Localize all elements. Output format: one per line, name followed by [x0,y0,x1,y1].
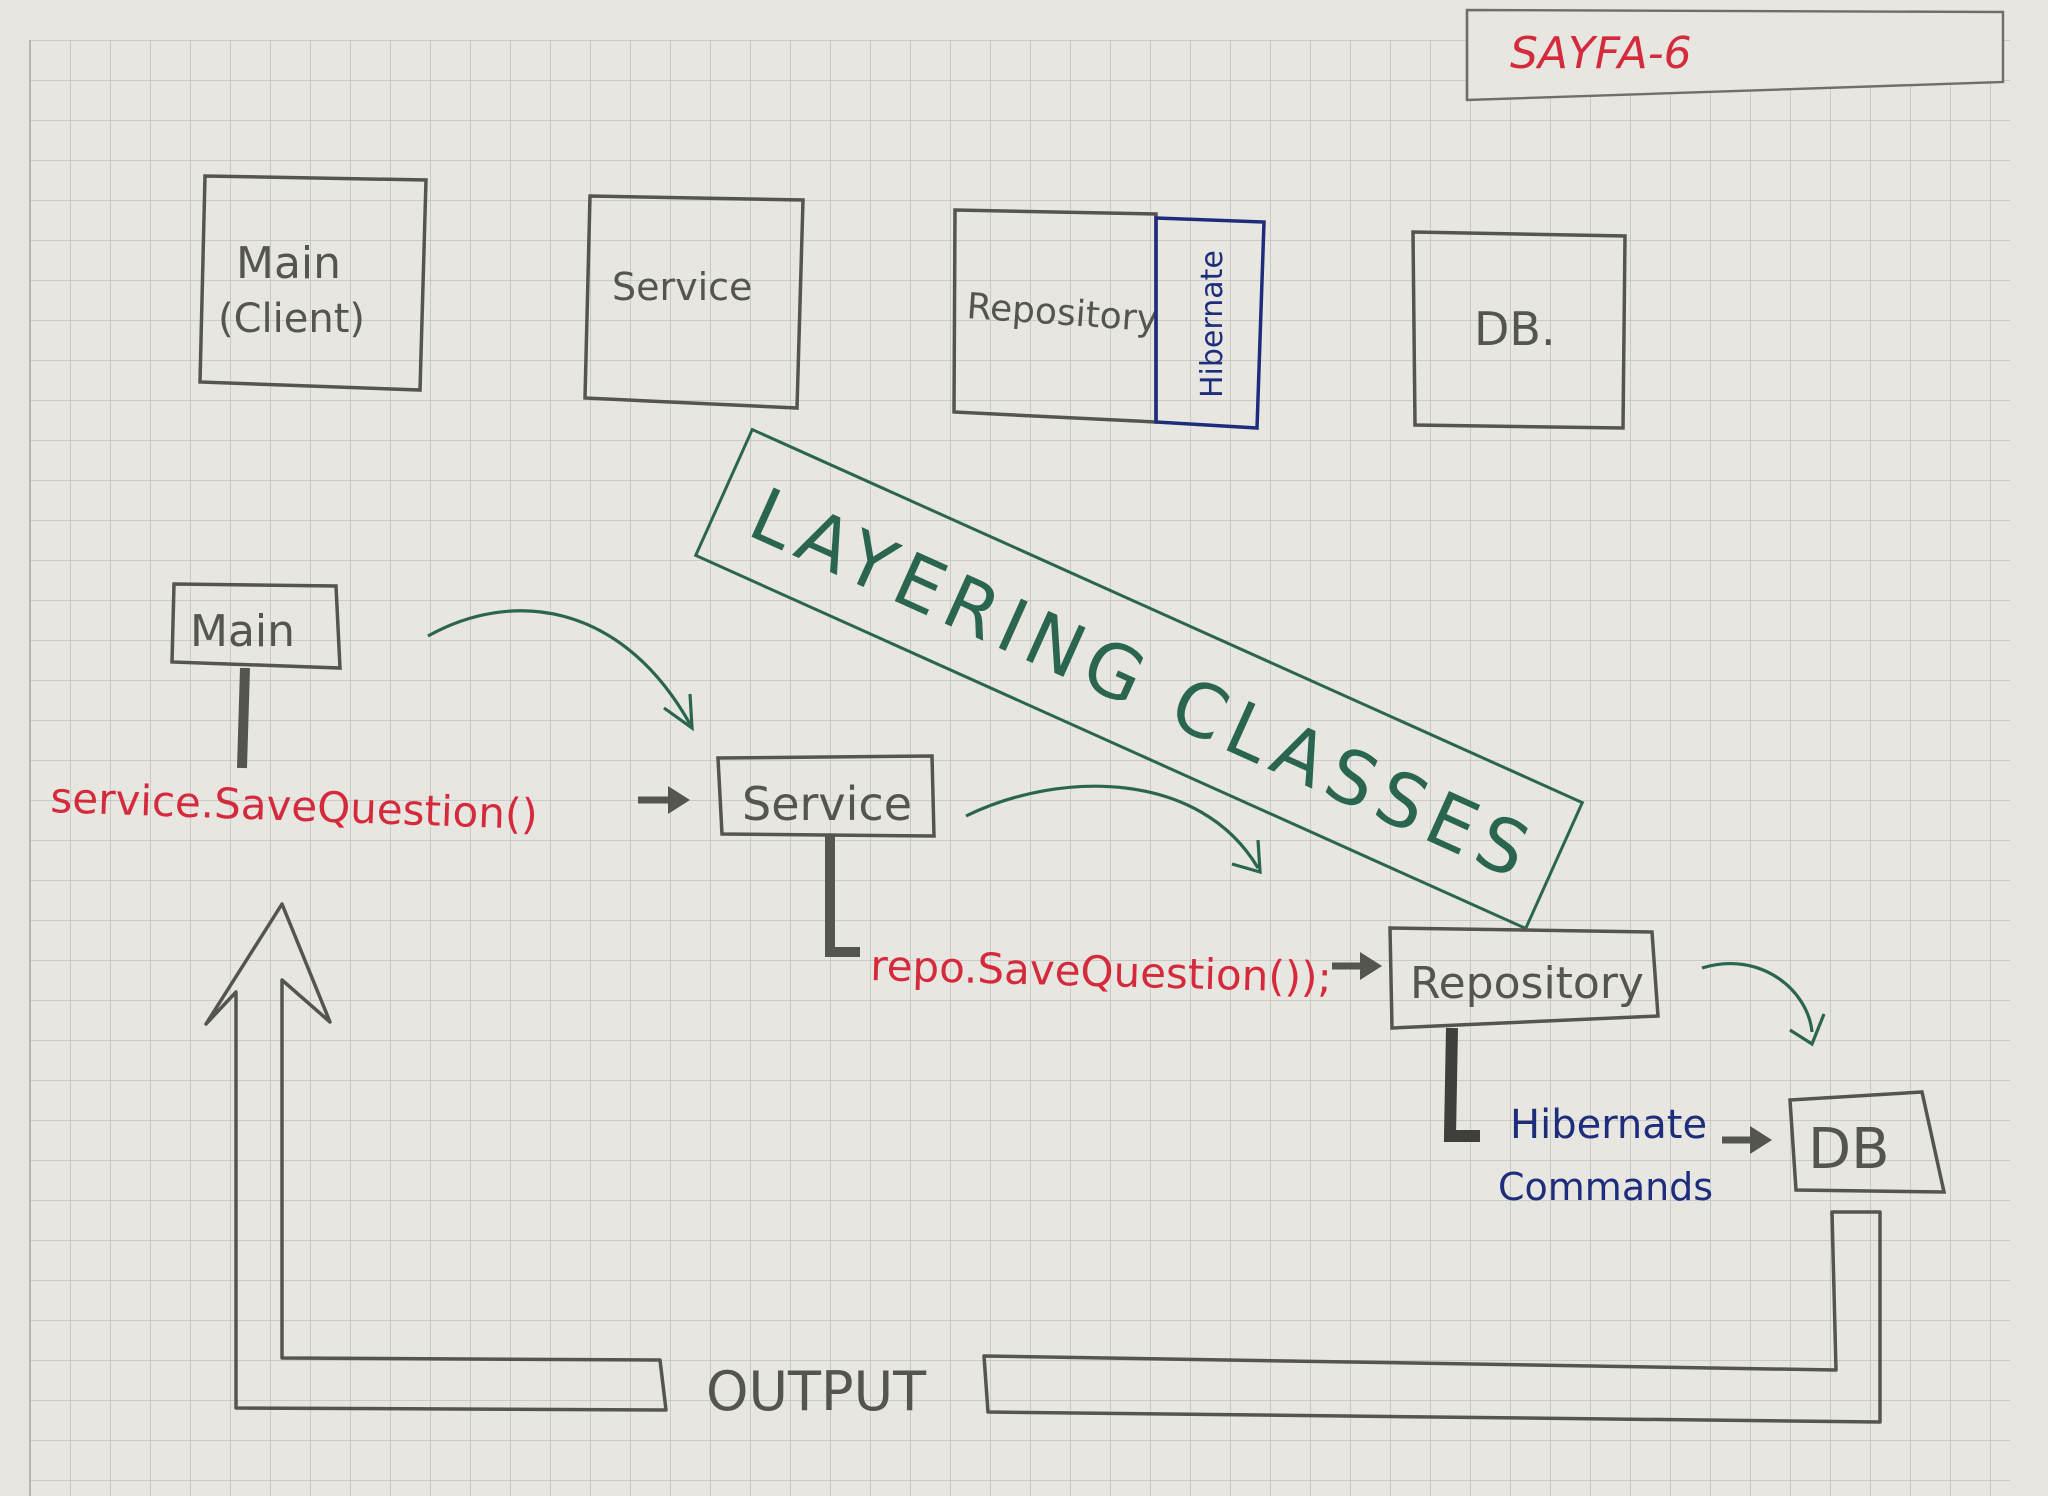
box-db-label: DB. [1474,302,1556,356]
arrow-to-db-icon [1722,1126,1772,1154]
arrow-to-repository-icon [1332,952,1382,980]
hibernate-commands-line1: Hibernate [1510,1102,1707,1148]
call-repo-save-question: repo.SaveQuestion()); [870,941,1333,1002]
curve-arrow-service-to-repository [965,784,1260,869]
box-hibernate: Hibernate [1154,216,1266,430]
box-service-label: Service [612,265,752,309]
arrow-to-service-icon [638,786,690,814]
flow-repository-node: Repository [1388,926,1660,1142]
top-row-architecture: Main (Client) Service Repository Hiberna… [198,174,1627,430]
output-label: OUTPUT [706,1360,927,1423]
flow-main-label: Main [190,606,295,657]
box-main-client: Main (Client) [198,174,428,392]
box-db: DB. [1411,230,1627,430]
grid-paper [30,40,2010,1496]
output-return-arrow [204,902,1882,1424]
page-header: SAYFA-6 [1465,8,2005,102]
flow-db-label: DB [1808,1117,1890,1182]
flow-service-label: Service [742,777,912,831]
flow-main-node: Main [170,582,342,769]
page-number-label: SAYFA-6 [1510,28,1692,79]
box-main-client-title: Main [236,238,341,289]
box-service: Service [583,194,805,410]
flow-db-node: DB [1788,1090,1947,1194]
hibernate-commands-line2: Commands [1498,1165,1713,1209]
curve-arrow-main-to-service [427,609,692,725]
flow-repository-label: Repository [1410,958,1644,1009]
curve-arrow-repository-to-db [1701,962,1814,1033]
box-hibernate-label: Hibernate [1195,250,1230,398]
flow-service-node: Service [716,754,936,957]
box-main-client-subtitle: (Client) [218,296,365,342]
